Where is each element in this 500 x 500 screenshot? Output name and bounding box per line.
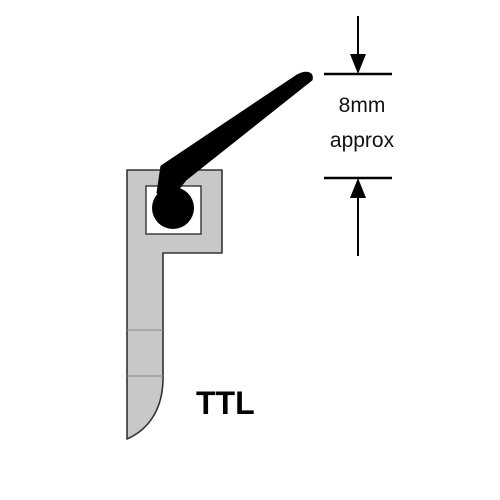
dimension-qualifier-label: approx bbox=[330, 129, 395, 152]
seal-blade bbox=[156, 71, 313, 200]
seal-bulb bbox=[152, 187, 194, 229]
model-label: TTL bbox=[196, 385, 255, 421]
carrier-profile bbox=[126, 169, 223, 440]
dimension-top-arrowhead bbox=[350, 54, 366, 74]
dimension-value-label: 8mm bbox=[339, 94, 386, 117]
dimension-bottom-arrowhead bbox=[350, 178, 366, 198]
